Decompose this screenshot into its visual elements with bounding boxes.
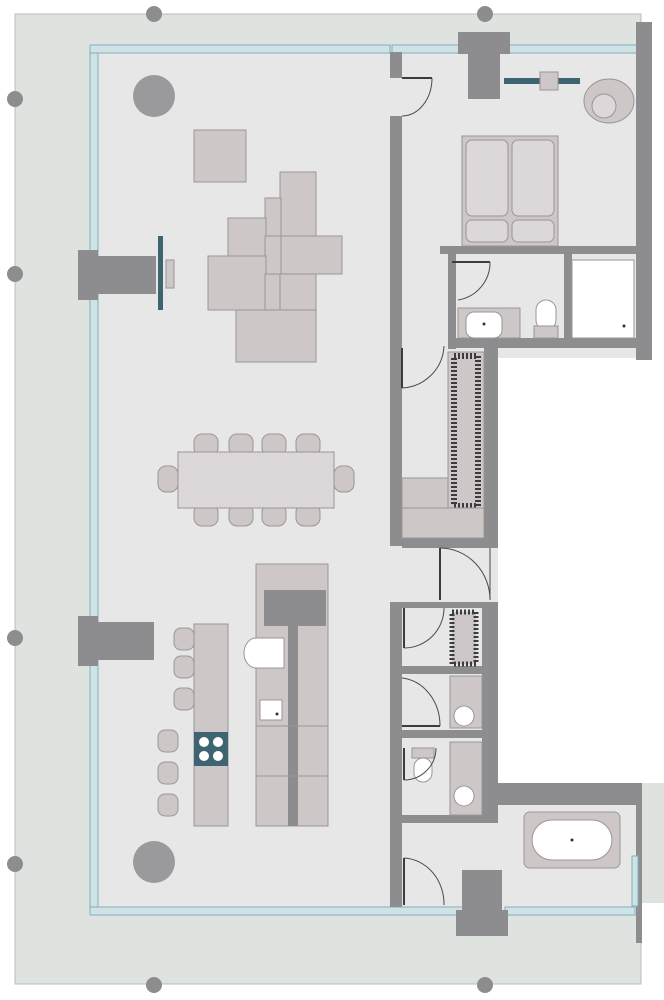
dining-chairs-top <box>193 433 321 457</box>
main-bathroom <box>523 811 639 907</box>
hob-icon <box>194 732 228 766</box>
column-icon <box>7 266 23 282</box>
column-icon <box>7 91 23 107</box>
kitchen <box>133 563 329 883</box>
sink-icon <box>259 699 283 721</box>
terrace-columns <box>7 6 493 993</box>
door-swing-icon <box>403 747 437 781</box>
fridge <box>243 637 285 669</box>
tv-stand <box>165 259 175 289</box>
wardrobe-hanger-icon <box>451 353 481 509</box>
walls <box>390 22 652 943</box>
sink-icon <box>453 785 475 807</box>
column-icon <box>146 6 162 22</box>
doors <box>401 77 491 906</box>
tall-cabinet <box>264 590 326 626</box>
kitchen-island <box>193 623 229 827</box>
sectional-sofa <box>207 171 343 363</box>
door-swing-icon <box>401 77 433 117</box>
guest-bath <box>411 741 483 816</box>
door-swing-icon <box>439 547 491 601</box>
door-swing-icon <box>401 677 441 727</box>
column-icon <box>133 841 175 883</box>
coffee-table <box>193 129 247 183</box>
living-area <box>133 75 343 363</box>
bath-exterior-right <box>640 783 664 903</box>
powder-room <box>449 675 483 729</box>
wardrobe-hanger-icon <box>449 609 479 667</box>
column-icon <box>477 6 493 22</box>
bedroom <box>461 71 635 247</box>
piers <box>78 32 510 936</box>
dining-area <box>157 433 355 527</box>
en-suite <box>457 259 635 339</box>
tv-icon <box>158 236 163 310</box>
sink-icon <box>453 705 475 727</box>
door-swing-icon <box>403 607 445 649</box>
armchair <box>583 78 635 124</box>
toilet-icon <box>413 757 433 783</box>
bar-stools <box>157 627 195 817</box>
door-swing-icon <box>452 261 491 301</box>
dining-table <box>177 451 335 509</box>
column-icon <box>7 856 23 872</box>
column-icon <box>133 75 175 117</box>
column-icon <box>7 630 23 646</box>
walk-in-wardrobe <box>401 351 485 539</box>
door-swing-icon <box>403 857 445 906</box>
exterior-cutout-mask <box>498 358 664 783</box>
column-icon <box>477 977 493 993</box>
column-icon <box>146 977 162 993</box>
door-swing-icon <box>401 345 445 389</box>
